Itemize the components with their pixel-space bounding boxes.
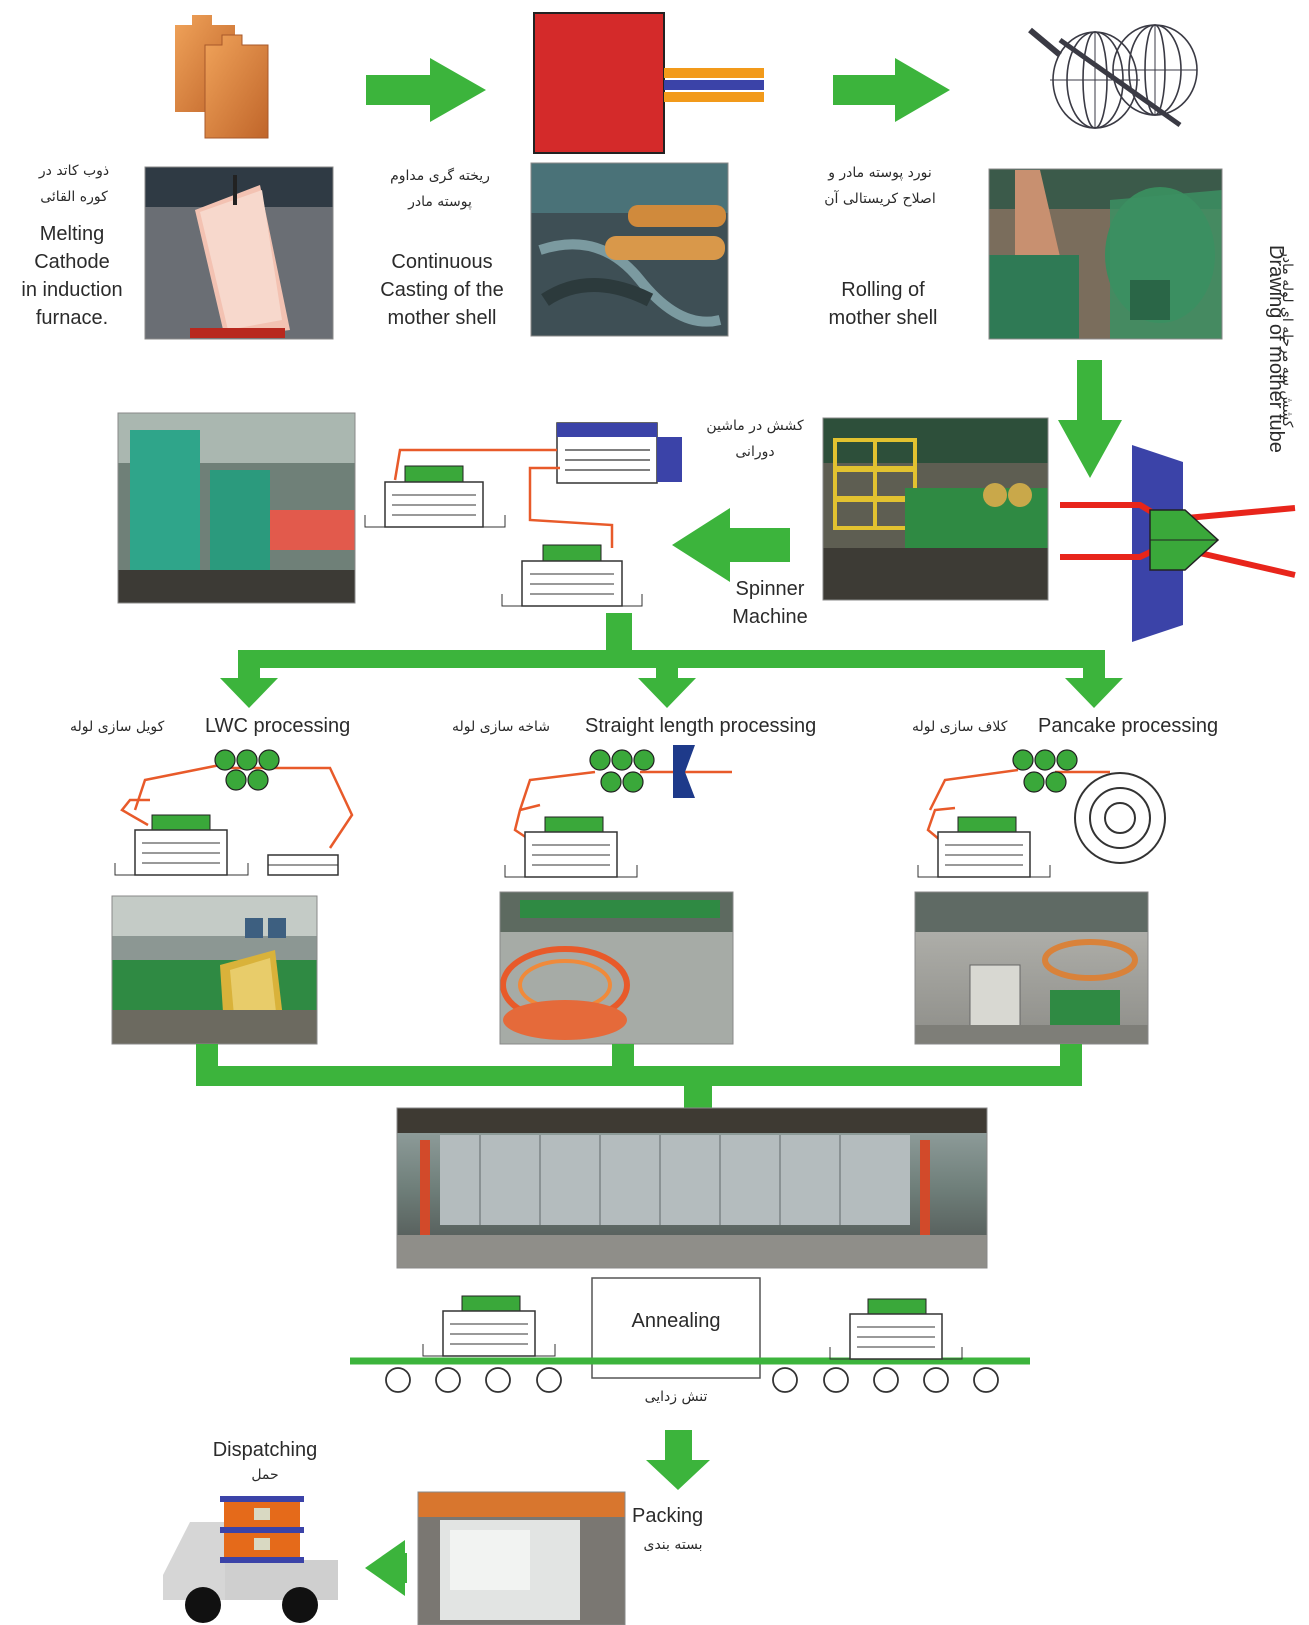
photo-lwc bbox=[111, 895, 318, 1045]
photo-continuous-casting bbox=[530, 162, 729, 337]
drawing-die-icon bbox=[1060, 445, 1296, 642]
spinner-machine-schematic bbox=[364, 422, 682, 607]
drawing-fa-label: کشش سه مرحله ای لوله مادر bbox=[1279, 250, 1295, 428]
photo-annealing-furnace bbox=[396, 1107, 988, 1269]
lwc-en-label: LWC processing bbox=[205, 715, 351, 737]
arrow-down-drawing bbox=[1058, 360, 1122, 478]
arrow-left-dispatch-shaft bbox=[395, 1553, 407, 1583]
merge-connector bbox=[196, 1044, 1082, 1110]
photo-spinner-machine bbox=[117, 412, 356, 604]
photo-straight-length bbox=[499, 891, 734, 1045]
packing-fa-label: بسته بندی bbox=[643, 1537, 703, 1553]
packing-en-label: Packing bbox=[632, 1505, 704, 1527]
photo-melting-cathode bbox=[144, 166, 334, 340]
photo-rolling-mill bbox=[988, 168, 1223, 340]
annealing-en-label: Annealing bbox=[631, 1310, 721, 1332]
cathode-plates-icon bbox=[175, 15, 269, 139]
lwc-fa-label: کویل سازی لوله bbox=[70, 719, 165, 735]
annealing-line-schematic bbox=[350, 1277, 1030, 1393]
pancake-fa-label: کلاف سازی لوله bbox=[912, 719, 1008, 735]
dispatching-fa-label: حمل bbox=[251, 1467, 279, 1483]
lwc-schematic bbox=[114, 749, 354, 876]
casting-furnace-icon bbox=[533, 12, 764, 154]
rolling-mill-icon bbox=[1028, 24, 1198, 129]
photo-pancake bbox=[914, 891, 1149, 1045]
arrow-right-2 bbox=[833, 58, 950, 122]
straight-length-schematic bbox=[504, 745, 732, 878]
truck-icon bbox=[163, 1496, 338, 1623]
arrow-right-1 bbox=[366, 58, 486, 122]
annealing-fa-label: تنش زدایی bbox=[644, 1389, 708, 1405]
branch-arrows bbox=[220, 613, 1123, 708]
photo-drawing-line bbox=[822, 417, 1049, 601]
drawing-fa-container: کشش سه مرحله ای لوله مادر bbox=[1274, 250, 1300, 427]
straight-fa-label: شاخه سازی لوله bbox=[452, 719, 551, 735]
pancake-schematic bbox=[917, 749, 1166, 878]
arrow-down-packing bbox=[646, 1430, 710, 1490]
photo-packing bbox=[417, 1491, 626, 1625]
pancake-en-label: Pancake processing bbox=[1038, 715, 1219, 737]
straight-en-label: Straight length processing bbox=[585, 715, 817, 737]
dispatching-en-label: Dispatching bbox=[212, 1439, 318, 1461]
arrow-left-spinner bbox=[672, 508, 790, 582]
